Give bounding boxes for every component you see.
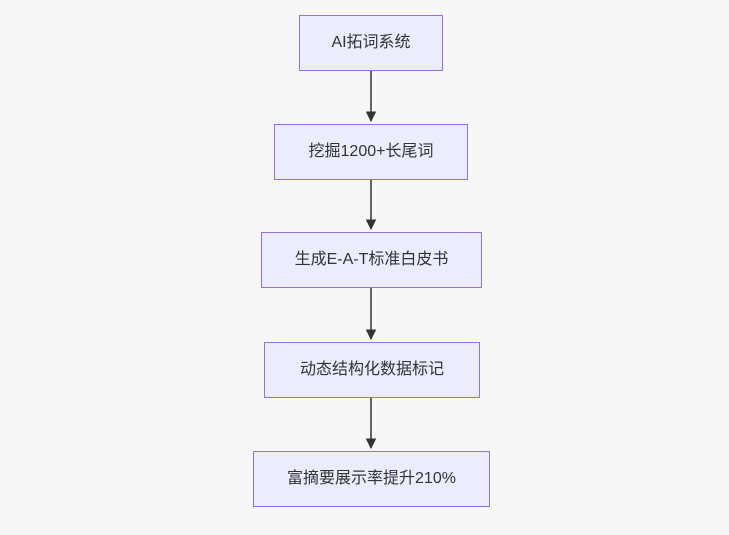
flow-node-mine-longtail-keywords: 挖掘1200+长尾词 [274,124,468,180]
flow-node-label: 动态结构化数据标记 [299,361,444,378]
flow-node-label: 富摘要展示率提升210% [287,470,456,487]
flow-node-dynamic-structured-data: 动态结构化数据标记 [264,342,480,398]
flow-node-generate-eat-whitepaper: 生成E-A-T标准白皮书 [261,232,482,288]
flow-node-ai-word-expansion: AI拓词系统 [299,15,443,71]
flow-node-label: 挖掘1200+长尾词 [308,143,434,160]
flow-node-rich-snippet-rate: 富摘要展示率提升210% [253,451,490,507]
flow-node-label: 生成E-A-T标准白皮书 [294,251,449,268]
flow-node-label: AI拓词系统 [331,34,411,51]
